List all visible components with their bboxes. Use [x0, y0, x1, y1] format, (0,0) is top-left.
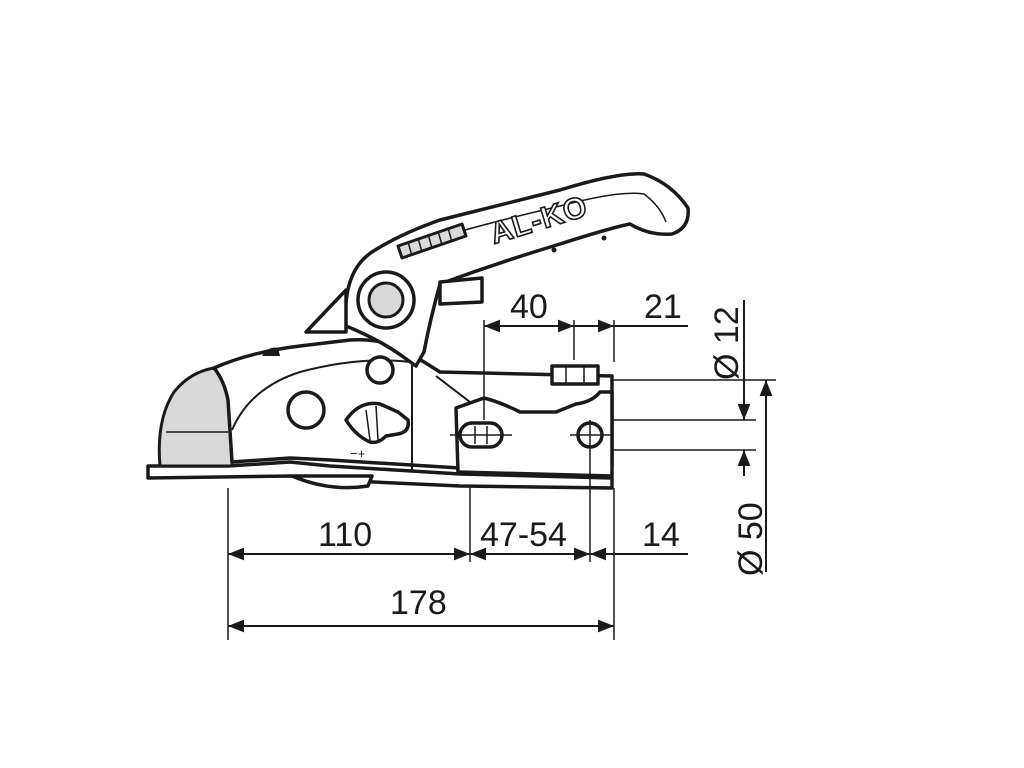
dim-d50: Ø 50	[732, 502, 770, 576]
dim-14: 14	[642, 516, 680, 554]
dim-47-54: 47-54	[480, 516, 567, 554]
dim-110: 110	[318, 516, 372, 554]
handle-body	[343, 172, 690, 368]
safety-wedge	[304, 288, 348, 334]
lower-housing	[290, 474, 374, 490]
dim-d12: Ø 12	[708, 306, 746, 380]
wear-indicator: −+	[344, 401, 411, 461]
body-hole-upper	[365, 355, 395, 385]
lever-handle: AL-KO	[304, 172, 690, 368]
body-hole-large	[286, 390, 326, 430]
pivot-inner	[367, 281, 405, 319]
adjust-marks: −+	[350, 446, 365, 461]
rubber-pad	[262, 347, 280, 356]
round-hole	[570, 420, 612, 450]
dimensions: 40 21 Ø 12 Ø 50 110 47-54 14 178	[227, 288, 776, 640]
dim-178: 178	[390, 584, 447, 622]
coupling-body: −+	[146, 337, 614, 490]
lock-tab	[438, 276, 484, 306]
drawbar-nut	[550, 364, 600, 386]
base-flange	[146, 460, 614, 490]
grip-ribs	[396, 222, 468, 260]
slot-hole	[450, 421, 512, 449]
dim-21: 21	[644, 288, 682, 326]
dim-40: 40	[510, 288, 548, 326]
drawbar-mount	[454, 390, 614, 478]
drawbar-top-rail	[435, 375, 471, 403]
